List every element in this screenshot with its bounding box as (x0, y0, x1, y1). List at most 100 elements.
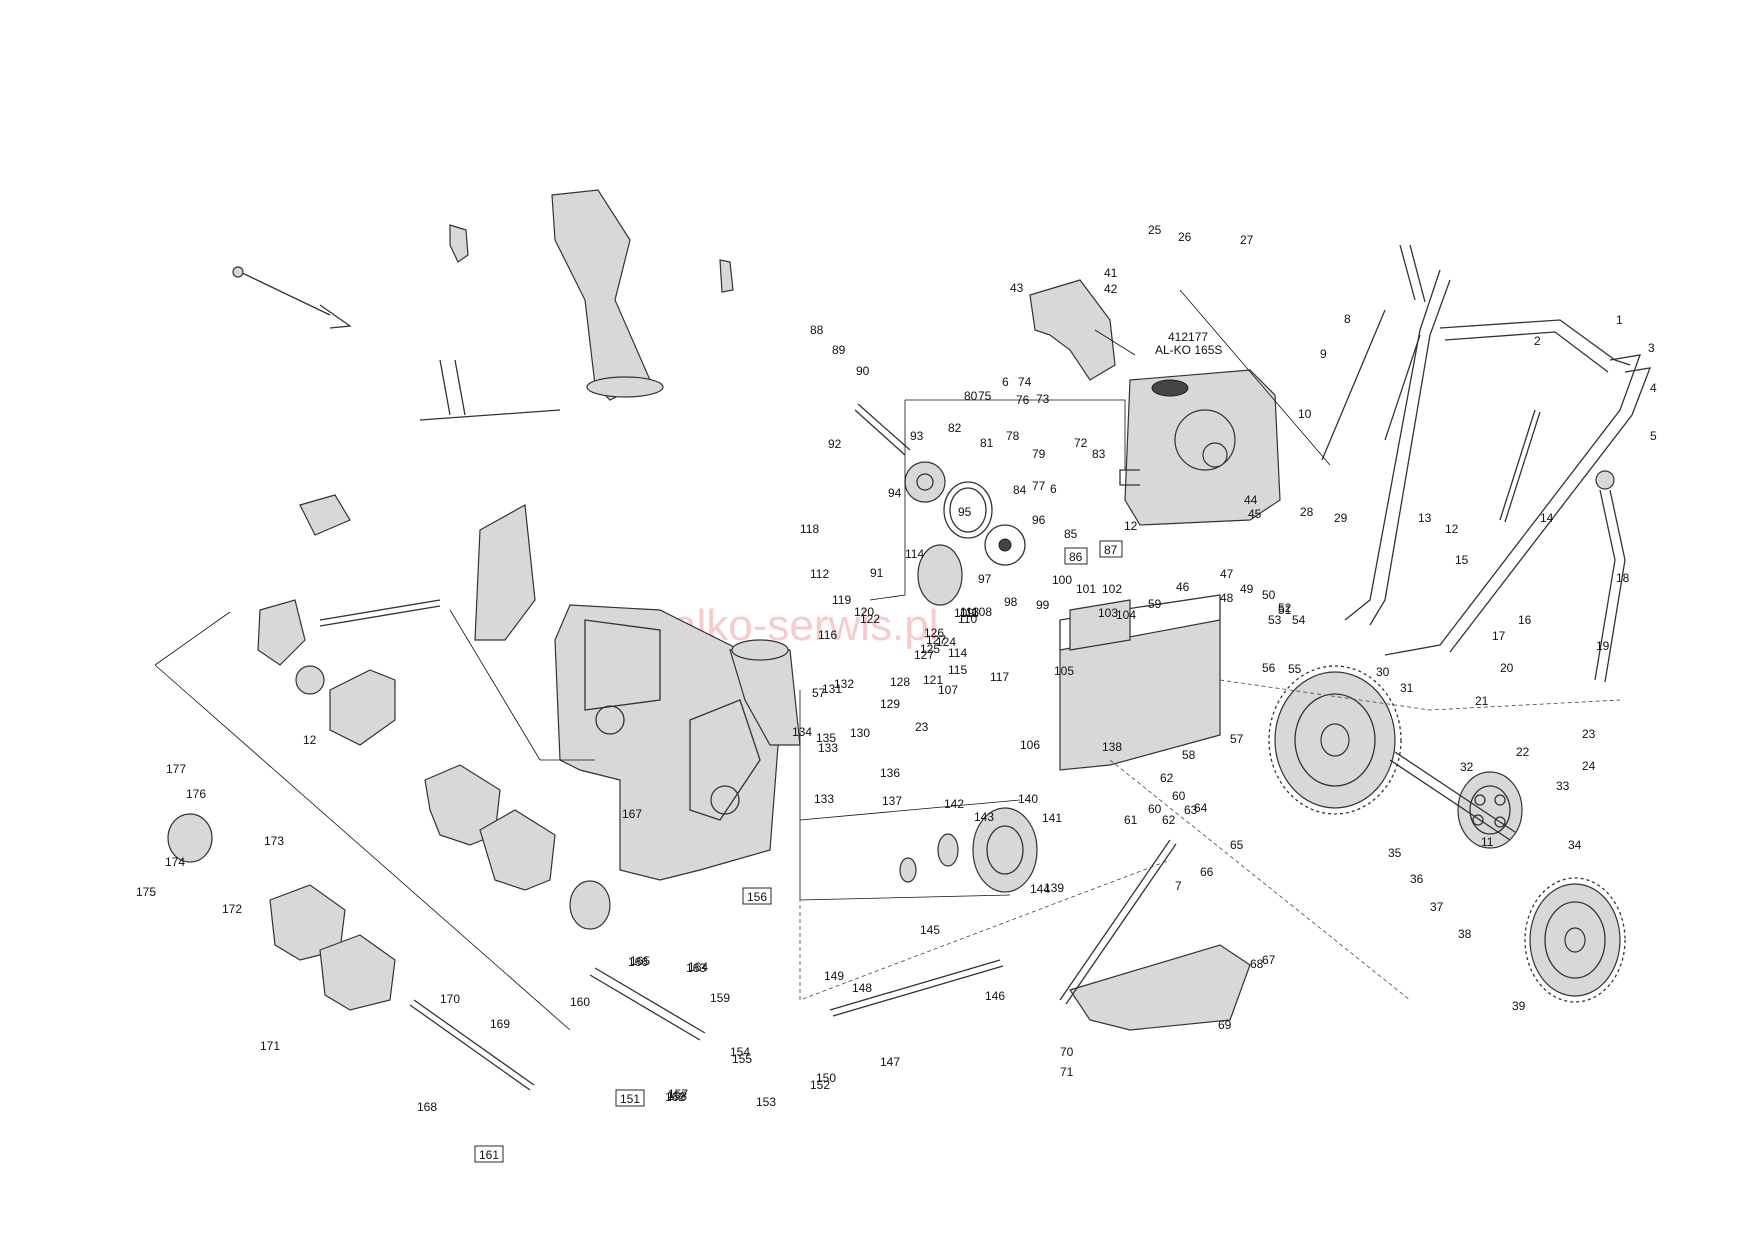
part-label: 129 (880, 697, 900, 711)
part-label: 9 (1320, 347, 1327, 361)
pulley-136 (972, 807, 1038, 893)
part-label: 98 (1004, 595, 1018, 609)
boxed-labels: 86 87 151 156 161 (474, 540, 1123, 1163)
part-label: 141 (1042, 811, 1062, 825)
part-label: 110 (958, 612, 977, 626)
part-label: 154 (730, 1045, 750, 1059)
part-label: 120 (854, 605, 874, 619)
engine-shroud (1029, 279, 1116, 381)
part-label: 45 (1248, 507, 1262, 521)
engine-label-line2: AL-KO 165S (1155, 343, 1222, 357)
part-label: 5 (1650, 429, 1657, 443)
impeller-185 (474, 504, 536, 641)
part-label: 70 (1060, 1045, 1074, 1059)
shaver-bar-158 (409, 999, 535, 1091)
part-label: 140 (1018, 792, 1038, 806)
part-label: 170 (440, 992, 460, 1006)
part-label: 49 (1240, 582, 1254, 596)
part-label: 130 (850, 726, 870, 740)
part-label: 149 (824, 969, 844, 983)
part-label: 54 (1292, 613, 1306, 627)
crank-rod (235, 269, 352, 329)
part-label: 62 (1160, 771, 1174, 785)
part-label: 41 (1104, 266, 1118, 280)
part-label: 69 (1218, 1018, 1232, 1032)
disc-95 (943, 481, 993, 539)
part-label: 39 (1512, 999, 1526, 1013)
part-label: 99 (1036, 598, 1050, 612)
part-label: 25 (1148, 223, 1162, 237)
part-label: 50 (1262, 588, 1276, 602)
part-label: 103 (1098, 606, 1118, 620)
part-label: 23 (1582, 727, 1596, 741)
part-label: 118 (800, 522, 819, 536)
part-label: 138 (1102, 740, 1122, 754)
part-label: 132 (834, 677, 854, 691)
boxed-label-87: 87 (1104, 543, 1118, 557)
part-label: 147 (880, 1055, 900, 1069)
part-label: 75 (978, 389, 992, 403)
part-label: 114 (905, 547, 924, 561)
part-label: 38 (1458, 927, 1472, 941)
part-label: 48 (1220, 591, 1234, 605)
part-label: 30 (1376, 665, 1390, 679)
part-label: 19 (1596, 639, 1610, 653)
part-label: 174 (165, 855, 185, 869)
part-label: 52 (1278, 601, 1292, 615)
part-label: 78 (1006, 429, 1020, 443)
shaft-179 (319, 599, 441, 627)
chute-knob-left (449, 224, 469, 263)
part-label: 37 (1430, 900, 1444, 914)
part-label: 36 (1410, 872, 1424, 886)
part-label: 83 (1092, 447, 1106, 461)
part-label: 24 (1582, 759, 1596, 773)
part-label: 167 (622, 807, 642, 821)
part-label: 56 (1262, 661, 1276, 675)
part-label: 113 (960, 605, 979, 619)
parts-drawing (167, 189, 1652, 1091)
part-label: 16 (1518, 613, 1532, 627)
part-label: 93 (910, 429, 924, 443)
part-label: 77 (1032, 479, 1046, 493)
part-label: 67 (1262, 953, 1276, 967)
part-label: 57 (812, 686, 826, 700)
wheel-209 (1268, 665, 1402, 815)
part-label: 124 (936, 635, 956, 649)
part-label: 58 (1182, 748, 1196, 762)
part-label: 46 (1176, 580, 1190, 594)
part-label: 65 (1230, 838, 1244, 852)
part-label: 35 (1388, 846, 1402, 860)
part-label: 60 (1148, 802, 1162, 816)
part-label: 97 (978, 572, 992, 586)
chute-base (586, 376, 664, 398)
part-label: 126 (924, 626, 944, 640)
auger-housing (554, 604, 801, 881)
part-label: 34 (1568, 838, 1582, 852)
part-label: 115 (948, 663, 967, 677)
part-label: 101 (1076, 582, 1096, 596)
auger-gearbox (329, 669, 396, 746)
frame-plate (1059, 619, 1221, 771)
part-label: 125 (920, 642, 940, 656)
part-label: 143 (974, 810, 994, 824)
part-label: 80 (964, 389, 978, 403)
part-label: 17 (1492, 629, 1506, 643)
part-label: 82 (948, 421, 962, 435)
part-label: 177 (166, 762, 186, 776)
part-label: 31 (1400, 681, 1414, 695)
part-label: 74 (1018, 375, 1032, 389)
part-label: 6 (1002, 375, 1009, 389)
engine-label-line1: 412177 (1168, 330, 1208, 344)
part-label: 148 (852, 981, 872, 995)
part-label: 175 (136, 885, 156, 899)
part-label: 121 (923, 673, 943, 687)
part-label: 157 (668, 1087, 688, 1101)
boxed-label-156: 156 (747, 890, 767, 904)
part-labels: 412177 AL-KO 165S 1 2 3 4 5 6 6 7 8 9 10… (136, 223, 1657, 1114)
part-label: 102 (1102, 582, 1122, 596)
part-label: 128 (890, 675, 910, 689)
part-label: 134 (792, 725, 812, 739)
part-label: 164 (688, 960, 708, 974)
boxed-label-161: 161 (479, 1148, 499, 1162)
